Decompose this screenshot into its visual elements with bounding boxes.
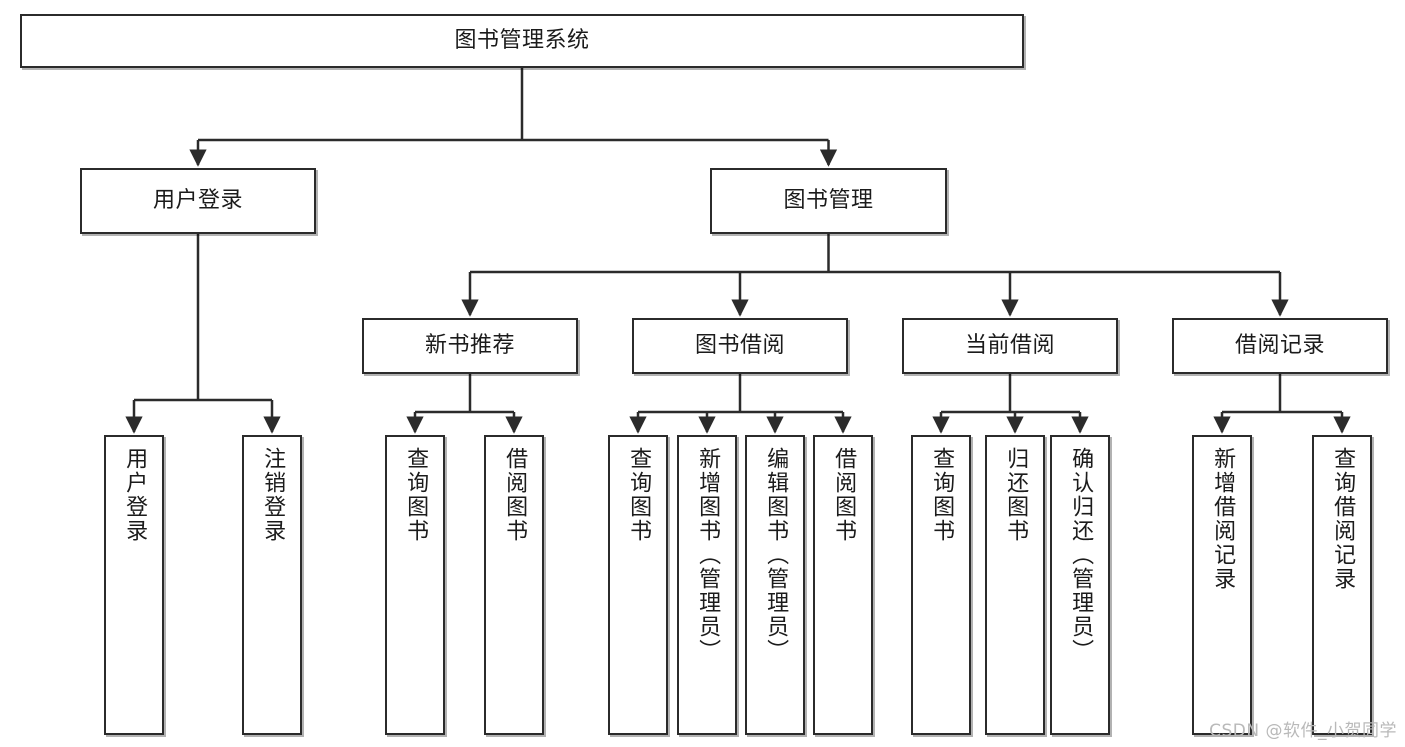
node-leaf-borrow-4[interactable]: 借阅图书 [813,435,873,735]
node-label: 用户登录 [152,188,243,214]
node-label: 新增借阅记录 [1210,447,1236,591]
node-label: 编辑图书（管理员） [763,447,789,663]
node-newbook[interactable]: 新书推荐 [362,318,578,374]
node-label: 图书借阅 [694,333,785,359]
node-label: 新增图书（管理员） [695,447,721,663]
node-label: 用户登录 [122,447,148,543]
node-label: 查询借阅记录 [1330,447,1356,591]
node-leaf-borrow-3[interactable]: 编辑图书（管理员） [745,435,805,735]
node-records[interactable]: 借阅记录 [1172,318,1388,374]
node-label: 查询图书 [626,447,652,543]
node-label: 查询图书 [929,447,955,543]
node-leaf-rec-2[interactable]: 查询借阅记录 [1312,435,1372,735]
node-label: 查询图书 [403,447,429,543]
node-label: 注销登录 [260,447,286,543]
node-leaf-login-1[interactable]: 用户登录 [104,435,164,735]
node-label: 归还图书 [1003,447,1029,543]
node-borrow[interactable]: 图书借阅 [632,318,848,374]
node-leaf-borrow-1[interactable]: 查询图书 [608,435,668,735]
node-label: 新书推荐 [424,333,515,359]
node-leaf-login-2[interactable]: 注销登录 [242,435,302,735]
node-leaf-new-1[interactable]: 查询图书 [385,435,445,735]
node-label: 图书管理 [783,188,874,214]
node-leaf-new-2[interactable]: 借阅图书 [484,435,544,735]
node-label: 借阅图书 [502,447,528,543]
node-label: 借阅记录 [1234,333,1325,359]
node-current[interactable]: 当前借阅 [902,318,1118,374]
node-root[interactable]: 图书管理系统 [20,14,1024,68]
node-leaf-cur-2[interactable]: 归还图书 [985,435,1045,735]
csdn-watermark: CSDN @软件_小贺同学 [1209,721,1397,741]
node-label: 图书管理系统 [454,28,590,54]
node-leaf-cur-1[interactable]: 查询图书 [911,435,971,735]
node-bookmgmt[interactable]: 图书管理 [710,168,947,234]
node-label: 当前借阅 [964,333,1055,359]
node-leaf-cur-3[interactable]: 确认归还（管理员） [1050,435,1110,735]
node-label: 确认归还（管理员） [1068,447,1094,663]
node-leaf-rec-1[interactable]: 新增借阅记录 [1192,435,1252,735]
node-label: 借阅图书 [831,447,857,543]
node-login[interactable]: 用户登录 [80,168,316,234]
node-leaf-borrow-2[interactable]: 新增图书（管理员） [677,435,737,735]
